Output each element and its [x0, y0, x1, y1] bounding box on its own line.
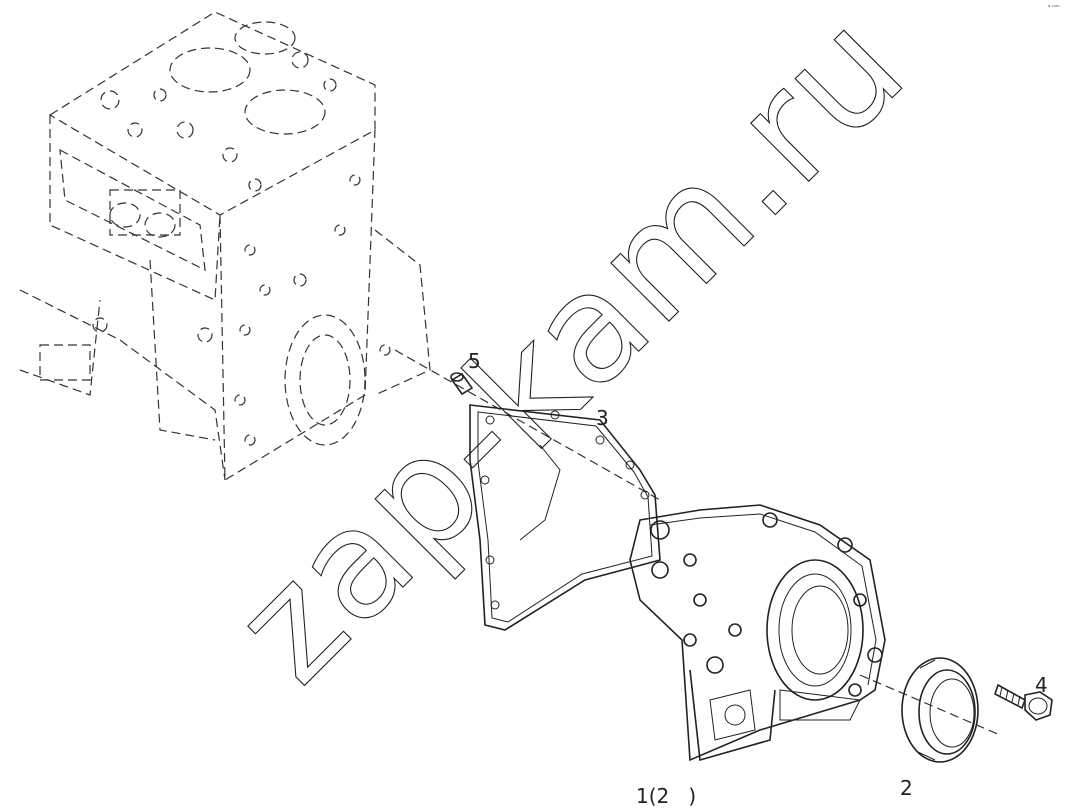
dowel-pin	[450, 372, 474, 396]
callout-5: 5	[468, 349, 481, 373]
corner-mark: ᵃ ᵐᵐ	[1048, 4, 1060, 11]
callout-1: 1(2 )	[636, 784, 696, 808]
callout-3: 3	[596, 406, 609, 430]
watermark: zap-kam.ru	[202, 0, 938, 715]
bolt	[994, 683, 1053, 721]
callout-2: 2	[900, 776, 913, 800]
rear-cover-housing	[629, 504, 886, 762]
assembly-centerline	[394, 349, 661, 501]
engine-block	[19, 11, 431, 482]
oil-seal	[901, 657, 979, 763]
callout-4: 4	[1035, 673, 1048, 697]
gasket	[469, 404, 661, 631]
assembly-centerline-rear	[859, 674, 1001, 736]
